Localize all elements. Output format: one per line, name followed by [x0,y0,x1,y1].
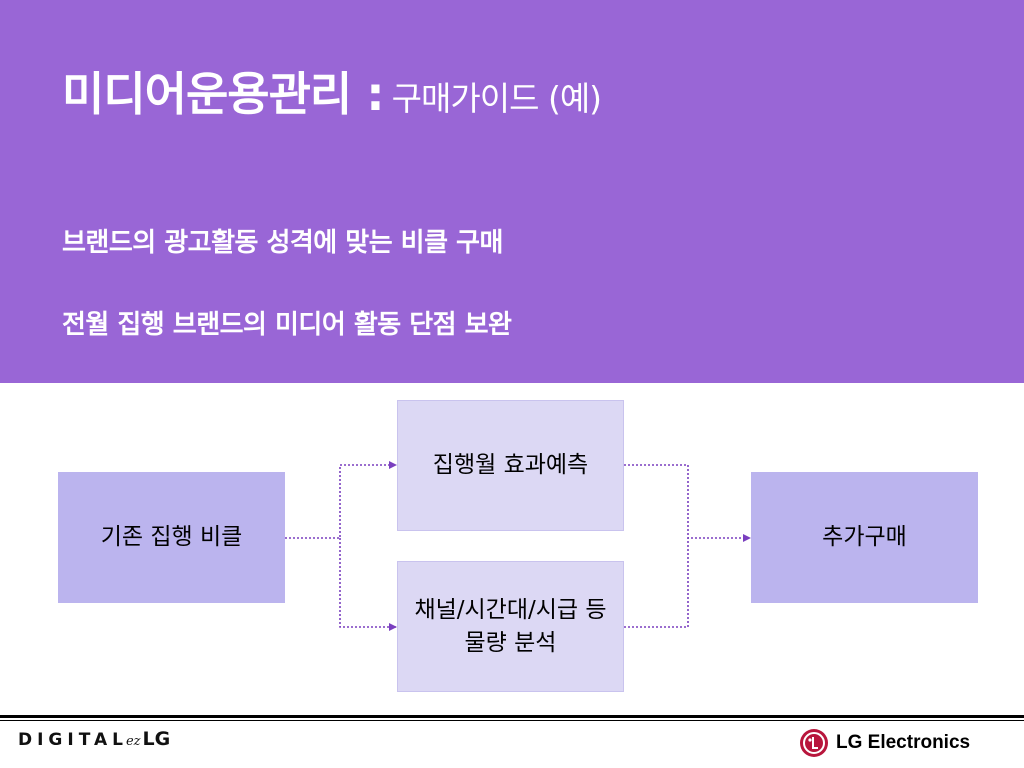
digital-ezlg-logo: DIGITAL ez LG [18,728,170,752]
footer-rule-thick [0,715,1024,718]
additional-purchase-box: 추가구매 [751,472,978,603]
effect-forecast-box: 집행월 효과예측 [397,400,624,531]
additional-purchase-label: 추가구매 [822,524,907,550]
connector-analysis-to-additional [624,538,689,628]
connector-existing-to-analysis [339,538,397,631]
volume-analysis-label: 채널/시간대/시급 등 물량 분석 [414,596,607,656]
lg-face-logo-icon [800,729,828,757]
title-subtitle: 구매가이드 (예) [391,79,602,118]
slide-title: 미디어운용관리 :구매가이드 (예) [62,58,602,124]
logo-ez-text: ez [125,734,141,749]
existing-vehicle-box: 기존 집행 비클 [58,472,285,603]
existing-vehicle-label: 기존 집행 비클 [100,524,243,550]
logo-digital-text: DIGITAL [18,730,128,750]
connector-effect-to-additional [624,464,751,542]
lg-electronics-logo: LG Electronics [800,728,970,758]
logo-lg-text: LG [142,728,171,750]
title-main: 미디어운용관리 : [62,67,385,121]
title-band: 미디어운용관리 :구매가이드 (예) 브랜드의 광고활동 성격에 맞는 비클 구… [0,0,1024,383]
effect-forecast-label: 집행월 효과예측 [432,452,589,478]
footer-rule-thin [0,720,1024,721]
connector-existing-to-effect [285,461,397,539]
bullet-text-2: 전월 집행 브랜드의 미디어 활동 단점 보완 [62,310,512,340]
bullet-text-1: 브랜드의 광고활동 성격에 맞는 비클 구매 [62,228,503,258]
lg-electronics-text: LG Electronics [836,732,971,753]
volume-analysis-box: 채널/시간대/시급 등 물량 분석 [397,561,624,692]
